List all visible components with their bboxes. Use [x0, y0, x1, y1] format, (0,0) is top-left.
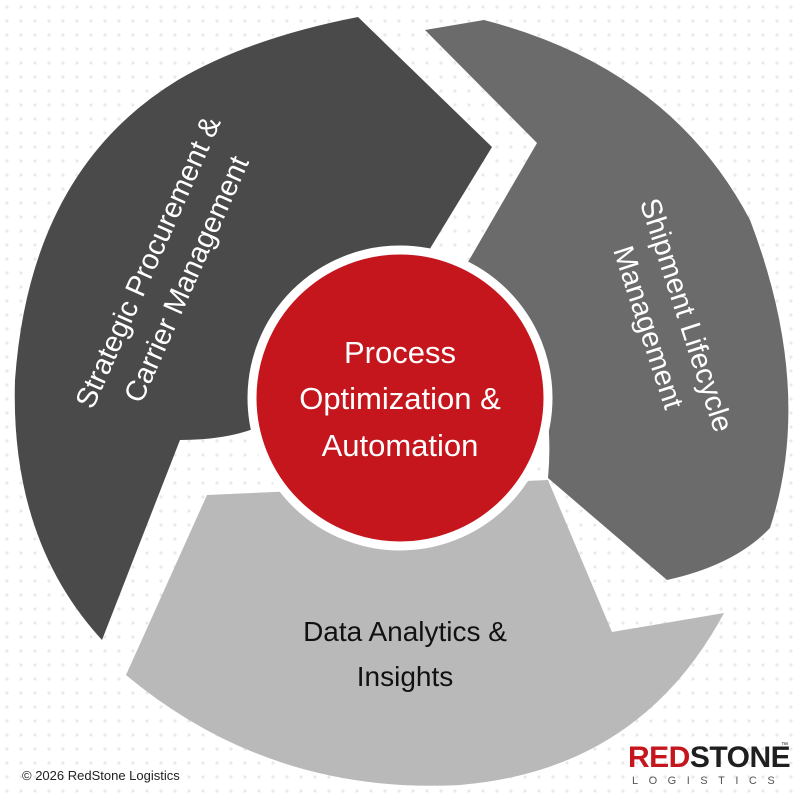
data-analytics-line-2: Insights: [357, 661, 454, 692]
data-analytics-label: Data Analytics & Insights: [303, 616, 507, 692]
data-analytics-line-1: Data Analytics &: [303, 616, 507, 647]
center-label: Process Optimization & Automation: [299, 335, 501, 463]
redstone-logo: REDSTONE ™ LOGISTICS: [628, 741, 791, 792]
copyright-text: © 2026 RedStone Logistics: [22, 768, 180, 783]
logo-wordmark: REDSTONE: [628, 741, 791, 774]
logo-subtitle: LOGISTICS: [632, 775, 786, 787]
center-label-line-3: Automation: [322, 428, 479, 463]
logo-trademark: ™: [781, 742, 788, 749]
center-circle: [247, 245, 553, 551]
logo-dark-part: STONE: [689, 741, 791, 774]
segment-strategic-procurement: [14, 17, 492, 640]
center-label-line-2: Optimization &: [299, 381, 501, 416]
logo-red-part: RED: [628, 741, 690, 774]
center-label-line-1: Process: [344, 335, 456, 370]
segment-data-analytics: [126, 480, 724, 786]
segment-shipment-lifecycle: [425, 20, 789, 580]
